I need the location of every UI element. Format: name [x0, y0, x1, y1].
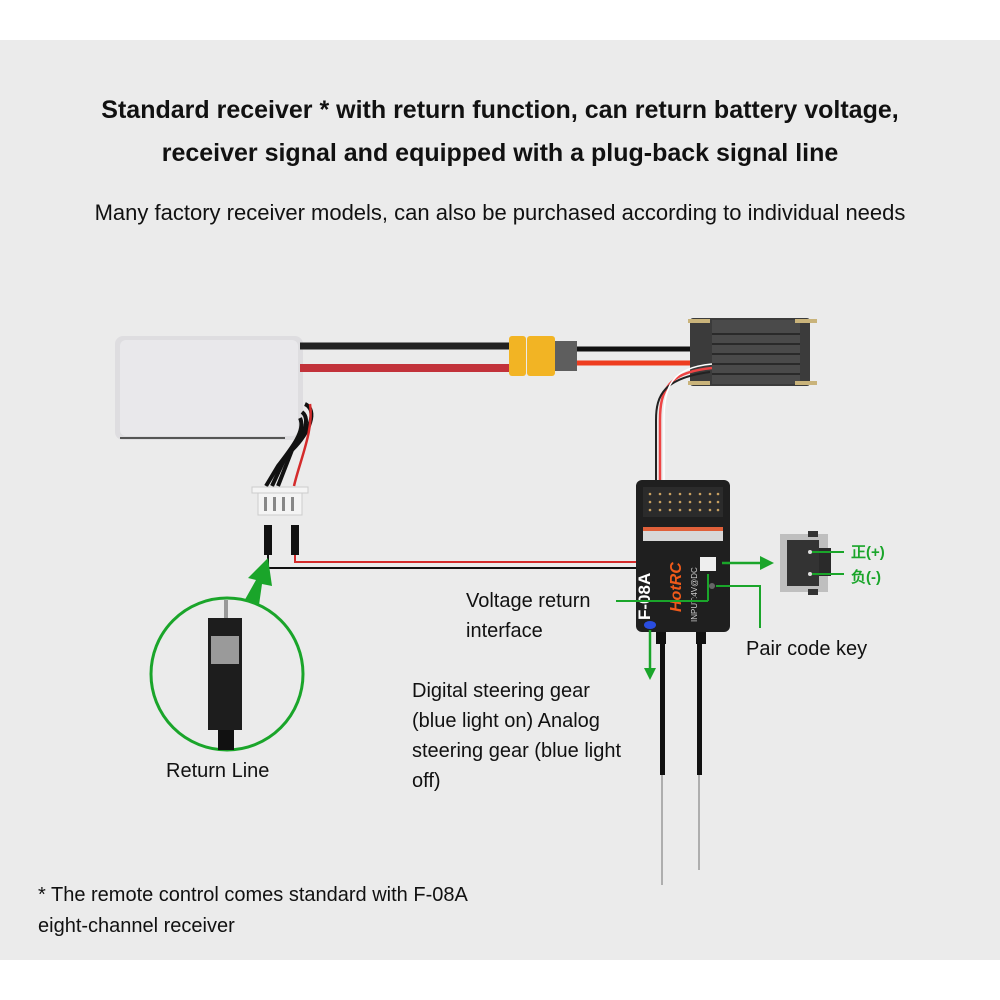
connector-detail [780, 531, 831, 595]
subtitle: Many factory receiver models, can also b… [94, 200, 906, 225]
receiver-brand-label: HotRC [668, 562, 685, 612]
receiver-model-label: F-08A [635, 573, 654, 620]
negative-pin-label: 负(-) [851, 569, 881, 586]
footnote-line-1: * The remote control comes standard with… [38, 884, 468, 906]
voltage-return-label-1: Voltage return [466, 590, 591, 612]
led-arrow [644, 668, 656, 680]
steering-label-2: (blue light on) Analog [412, 710, 600, 732]
return-line-label: Return Line [166, 760, 270, 782]
pair-code-key-label: Pair code key [746, 638, 868, 660]
return-line-arrow [238, 558, 272, 612]
background-panel [0, 40, 1000, 960]
esc-module [688, 318, 817, 386]
title-line-2: receiver signal and equipped with a plug… [161, 139, 839, 167]
antennas [660, 643, 702, 885]
return-line-magnifier [149, 596, 305, 752]
receiver-input-spec: INPUT:4V@DC [690, 567, 699, 622]
lipo-battery [115, 336, 303, 440]
f08a-receiver [636, 480, 730, 644]
title-line-1: Standard receiver * with return function… [101, 96, 899, 124]
steering-label-3: steering gear (blue light [412, 740, 622, 762]
balance-lead [251, 402, 314, 555]
voltage-return-label-2: interface [466, 620, 543, 642]
status-led-blue [644, 621, 656, 629]
connector-arrow [760, 556, 774, 570]
steering-label-4: off) [412, 770, 441, 792]
positive-pin-label: 正(+) [851, 544, 885, 561]
footnote-line-2: eight-channel receiver [38, 915, 235, 937]
steering-label-1: Digital steering gear [412, 680, 590, 702]
xt60-connector [509, 336, 577, 376]
